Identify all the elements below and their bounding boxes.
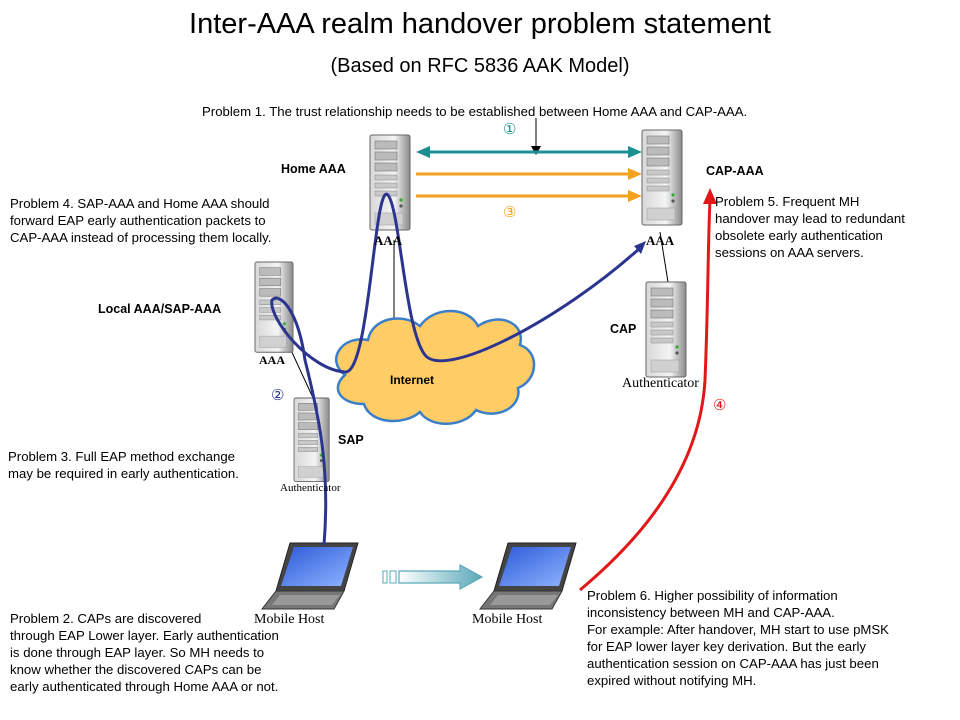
problem-4-text: Problem 4. SAP-AAA and Home AAA should f… bbox=[10, 195, 271, 246]
problem-6-line: expired without notifying MH. bbox=[587, 673, 757, 688]
home-aaa-label: Home AAA bbox=[281, 162, 346, 176]
problem-5-line: sessions on AAA servers. bbox=[715, 245, 864, 260]
problem-6-line: For example: After handover, MH start to… bbox=[587, 622, 889, 637]
mobile-host-laptop-right bbox=[479, 542, 577, 610]
cap-label: CAP bbox=[610, 322, 637, 336]
problem-5-line: Problem 5. Frequent MH bbox=[715, 194, 860, 209]
problem-6-line: authentication session on CAP-AAA has ju… bbox=[587, 656, 879, 671]
local-aaa-label: Local AAA/SAP-AAA bbox=[98, 302, 222, 316]
problem-3-line: may be required in early authentication. bbox=[8, 466, 239, 481]
marker-4: ④ bbox=[713, 397, 727, 414]
eap-path-arrowhead bbox=[634, 241, 646, 254]
problem-2-line: through EAP Lower layer. Early authentic… bbox=[10, 628, 279, 643]
cap-aaa-tag: AAA bbox=[646, 233, 675, 248]
cap-aaa-label: CAP-AAA bbox=[706, 164, 764, 178]
notification-path-curve bbox=[579, 199, 712, 592]
problem-6-line: inconsistency between MH and CAP-AAA. bbox=[587, 605, 835, 620]
problem-1-text: Problem 1. The trust relationship needs … bbox=[202, 104, 748, 119]
problem-6-line: Problem 6. Higher possibility of informa… bbox=[587, 588, 838, 603]
problem-4-line: Problem 4. SAP-AAA and Home AAA should bbox=[10, 196, 270, 211]
problem-3-line: Problem 3. Full EAP method exchange bbox=[8, 449, 236, 464]
problem-2-line: know whether the discovered CAPs can be bbox=[10, 662, 262, 677]
problem-2-line: early authenticated through Home AAA or … bbox=[10, 679, 279, 694]
mobile-host-label-right: Mobile Host bbox=[472, 612, 543, 627]
problem-6-line: for EAP lower layer key derivation. But … bbox=[587, 639, 867, 654]
problem-5-line: obsolete early authentication bbox=[715, 228, 883, 243]
marker-1: ① bbox=[503, 121, 517, 138]
page-title: Inter-AAA realm handover problem stateme… bbox=[189, 8, 771, 40]
page-subtitle: (Based on RFC 5836 AAK Model) bbox=[330, 55, 630, 77]
internet-label: Internet bbox=[390, 373, 435, 387]
forward-arrow-upper bbox=[416, 168, 642, 180]
problem-2-line: Problem 2. CAPs are discovered bbox=[10, 611, 202, 626]
marker-2: ② bbox=[271, 387, 285, 404]
sap-label: SAP bbox=[338, 433, 364, 447]
mobile-host-laptop-left bbox=[261, 542, 359, 610]
problem-4-line: CAP-AAA instead of processing them local… bbox=[10, 230, 272, 245]
problem-3-text: Problem 3. Full EAP method exchange may … bbox=[8, 448, 239, 482]
home-aaa-tag: AAA bbox=[374, 233, 403, 248]
problem-2-line: is done through EAP layer. So MH needs t… bbox=[10, 645, 265, 660]
notification-path-arrowhead bbox=[703, 188, 717, 204]
handover-arrow bbox=[382, 563, 484, 591]
cap-authenticator-tag: Authenticator bbox=[622, 376, 699, 391]
problem-6-text: Problem 6. Higher possibility of informa… bbox=[587, 587, 889, 689]
eap-path-curve bbox=[270, 193, 642, 546]
problem-5-text: Problem 5. Frequent MH handover may lead… bbox=[715, 193, 905, 261]
internet-cloud bbox=[334, 309, 536, 425]
local-aaa-tag: AAA bbox=[259, 353, 285, 367]
forward-arrow-lower bbox=[416, 190, 642, 202]
problem-4-line: forward EAP early authentication packets… bbox=[10, 213, 266, 228]
marker-3: ③ bbox=[503, 204, 517, 221]
cap-authenticator-server bbox=[645, 281, 687, 378]
mobile-host-label-left: Mobile Host bbox=[254, 612, 325, 627]
problem-5-line: handover may lead to redundant bbox=[715, 211, 905, 226]
cap-aaa-server bbox=[641, 129, 683, 226]
trust-link-arrow bbox=[416, 146, 642, 158]
home-aaa-server bbox=[369, 134, 411, 231]
sap-authenticator-tag: Authenticator bbox=[280, 482, 341, 494]
problem-2-text: Problem 2. CAPs are discovered through E… bbox=[10, 610, 279, 695]
